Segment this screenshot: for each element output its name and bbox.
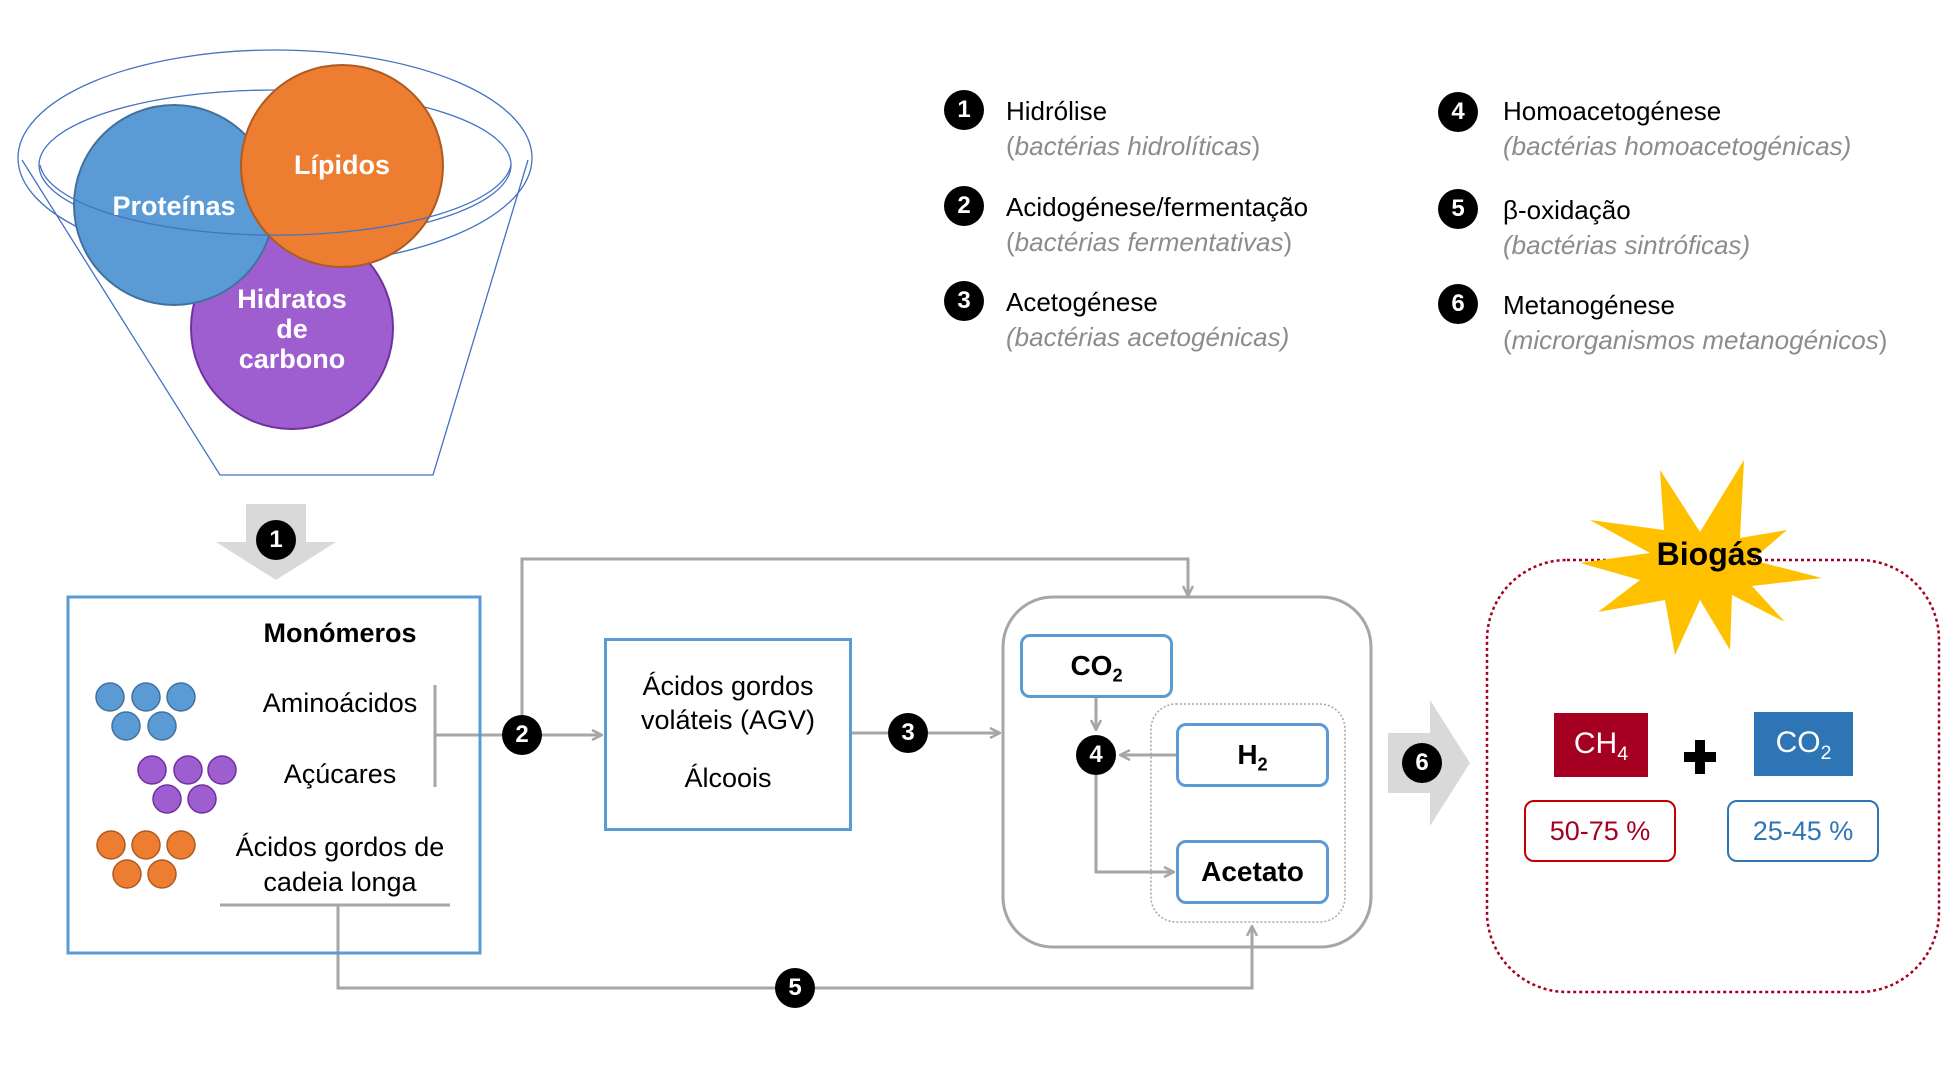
step-badge: 3 — [944, 281, 984, 321]
agv-box: Ácidos gordos voláteis (AGV) Álcoois — [604, 638, 852, 831]
co2-percentage: 25-45 % — [1727, 800, 1879, 862]
legend-organism: (bactérias sintróficas) — [1503, 230, 1751, 260]
step-badge-5: 5 — [775, 968, 815, 1008]
lcfa-label: Ácidos gordos de cadeia longa — [215, 830, 465, 900]
carbs-label-line2: de — [276, 314, 308, 344]
legend-title: Homoacetogénese — [1503, 96, 1722, 126]
carbs-label: Hidratos de carbono — [212, 284, 372, 374]
agv-label-line2: voláteis (AGV) — [640, 705, 816, 735]
plus-icon — [1684, 740, 1716, 774]
funnel-rim — [39, 164, 512, 236]
connectors — [220, 557, 1252, 990]
monomers-title: Monómeros — [263, 618, 417, 648]
carbs-label-line3: carbono — [238, 344, 346, 374]
sugars-label: Açúcares — [283, 759, 397, 789]
legend-organism: (microrganismos metanogénicos) — [1503, 325, 1888, 355]
legend-title: Metanogénese — [1503, 290, 1676, 320]
amino-acid-dots — [95, 682, 196, 741]
biogas-star — [1580, 460, 1822, 655]
ch4-box: CH4 — [1554, 713, 1648, 777]
agv-label: Ácidos gordos voláteis (AGV) — [607, 669, 849, 737]
ch4-percentage: 50-75 % — [1524, 800, 1676, 862]
proteins-label: Proteínas — [112, 191, 236, 221]
step-badge: 6 — [1438, 284, 1478, 324]
methanogenesis-precursor-box — [1001, 595, 1373, 949]
legend-title: Acetogénese — [1006, 287, 1158, 317]
co2-box: CO2 — [1020, 634, 1173, 698]
step-badge-1: 1 — [256, 520, 296, 560]
legend-organism: (bactérias homoacetogénicas) — [1503, 131, 1852, 161]
legend-organism: (bactérias hidrolíticas) — [1006, 131, 1261, 161]
legend-title: β-oxidação — [1503, 195, 1631, 225]
step-badge: 4 — [1438, 92, 1478, 132]
biogas-title: Biogás — [1656, 536, 1764, 572]
step-badge-6: 6 — [1402, 743, 1442, 783]
step-badge-2: 2 — [502, 715, 542, 755]
step-badge: 2 — [944, 186, 984, 226]
acetate-box: Acetato — [1176, 840, 1329, 904]
h2-acetate-group — [1150, 703, 1346, 923]
lcfa-dots — [96, 830, 196, 889]
lcfa-label-line2: cadeia longa — [263, 867, 417, 897]
monomers-box — [66, 595, 482, 955]
step-badge: 1 — [944, 90, 984, 130]
legend-title: Acidogénese/fermentação — [1006, 192, 1309, 222]
amino-acids-label: Aminoácidos — [262, 688, 418, 718]
step-badge-3: 3 — [888, 713, 928, 753]
agv-label-line1: Ácidos gordos — [642, 671, 814, 701]
step-badge: 5 — [1438, 189, 1478, 229]
legend-organism: (bactérias fermentativas) — [1006, 227, 1293, 257]
step-badge-4: 4 — [1076, 735, 1116, 775]
sugar-dots — [137, 755, 237, 814]
alcohols-label: Álcoois — [684, 763, 772, 793]
lipids-label: Lípidos — [294, 150, 390, 180]
legend-title: Hidrólise — [1006, 96, 1108, 126]
lipids-circle — [240, 64, 444, 268]
co2-gas-box: CO2 — [1754, 712, 1853, 776]
legend-organism: (bactérias acetogénicas) — [1006, 322, 1290, 352]
h2-box: H2 — [1176, 723, 1329, 787]
lcfa-label-line1: Ácidos gordos de — [235, 832, 445, 862]
carbs-label-line1: Hidratos — [237, 284, 347, 314]
